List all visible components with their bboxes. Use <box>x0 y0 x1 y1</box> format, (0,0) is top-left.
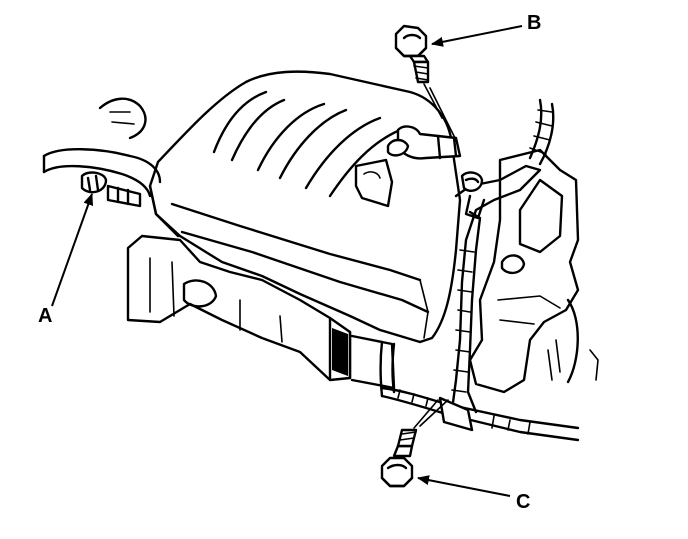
bolt-c <box>380 399 449 488</box>
arrow-c <box>417 475 511 497</box>
arrow-a <box>51 193 94 307</box>
callout-arrows <box>51 25 523 497</box>
callout-label-c: C <box>516 491 531 513</box>
arrow-b <box>431 25 523 47</box>
intake-manifold <box>148 70 462 344</box>
callout-label-a: A <box>38 305 53 327</box>
manifold-bolt <box>460 171 486 220</box>
callout-label-b: B <box>527 12 542 34</box>
cylinder-head <box>468 148 599 394</box>
bolt-b <box>394 24 457 141</box>
breather-pipe <box>386 125 462 160</box>
hose-a <box>42 97 162 208</box>
wire-harness <box>379 98 580 442</box>
